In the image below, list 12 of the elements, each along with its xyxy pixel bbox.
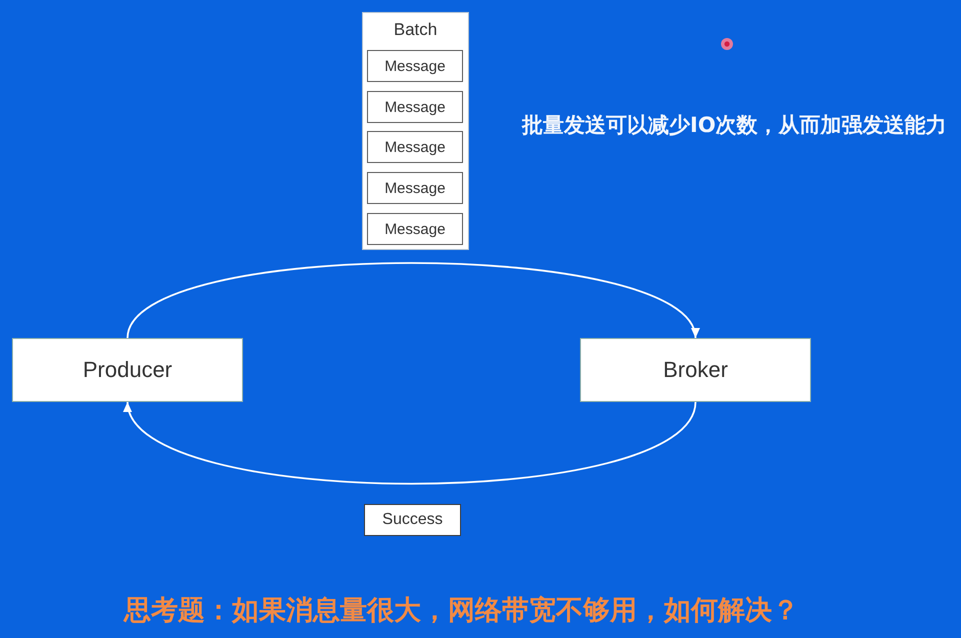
item-box: Message (367, 91, 463, 123)
item-box: Message (367, 213, 463, 245)
note-text: 批量发送可以减少IO次数，从而加强发送能力 (522, 113, 947, 138)
question-text: 思考题：如果消息量很大，网络带宽不够用，如何解决？ (124, 595, 799, 628)
process-box: Producer (12, 338, 243, 402)
item-box: Message (367, 172, 463, 204)
item-box: Message (367, 50, 463, 82)
container-box (362, 12, 469, 250)
status-box: Success (364, 504, 461, 536)
process-box: Broker (580, 338, 811, 402)
box-heading: Batch (394, 20, 438, 40)
item-box: Message (367, 131, 463, 163)
